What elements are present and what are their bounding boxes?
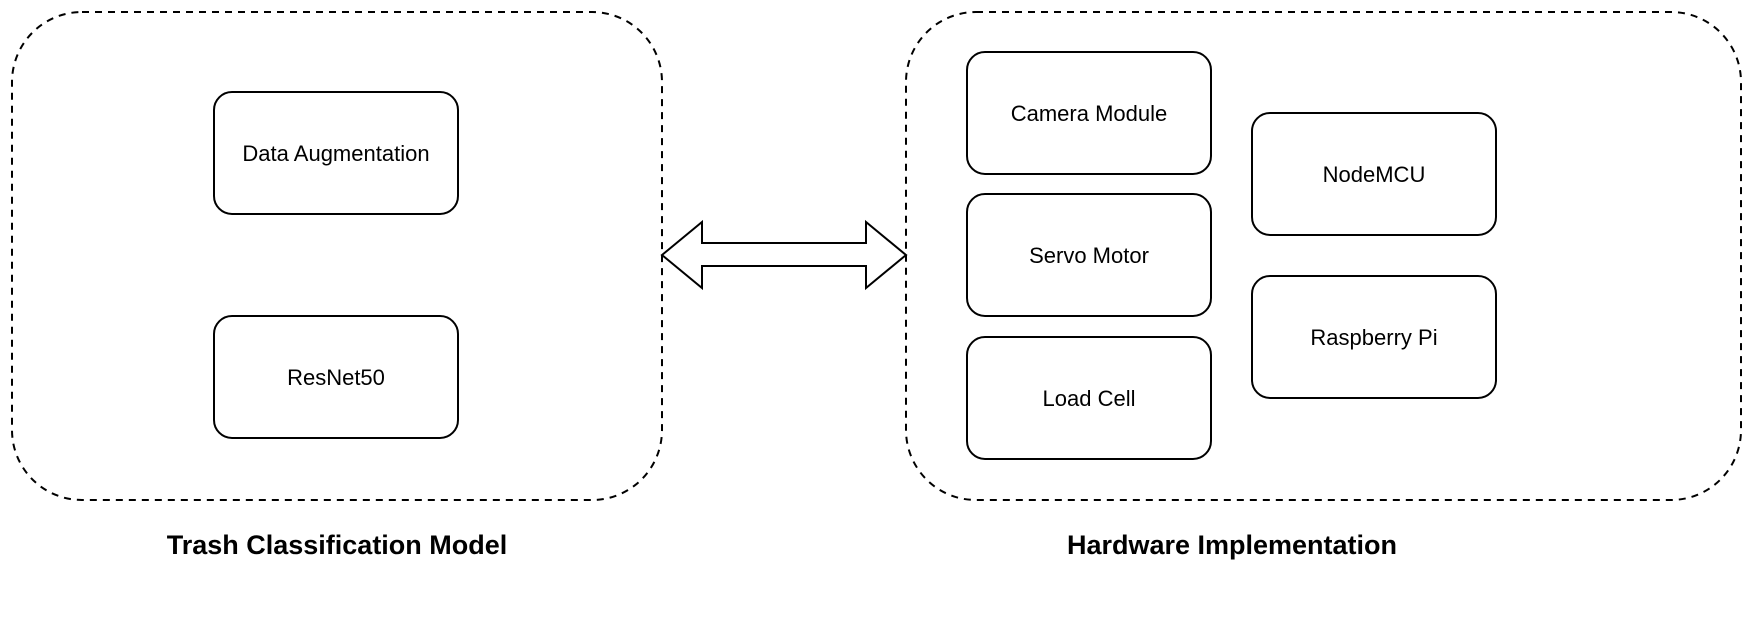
data-augmentation-label: Data Augmentation [242, 141, 429, 166]
hardware-group-label: Hardware Implementation [1067, 530, 1397, 560]
resnet50-label: ResNet50 [287, 365, 385, 390]
hardware-group-border [905, 11, 1742, 501]
load-cell-label: Load Cell [1043, 386, 1136, 411]
nodemcu-label: NodeMCU [1323, 162, 1426, 187]
load-cell-box: Load Cell [966, 336, 1212, 460]
model-group: Data Augmentation ResNet50 Trash Classif… [11, 11, 663, 560]
model-group-label: Trash Classification Model [167, 530, 508, 560]
hardware-group: Camera Module Servo Motor Load Cell Node… [905, 11, 1742, 560]
nodemcu-box: NodeMCU [1251, 112, 1497, 236]
servo-motor-box: Servo Motor [966, 193, 1212, 317]
resnet50-box: ResNet50 [213, 315, 459, 439]
servo-motor-label: Servo Motor [1029, 243, 1149, 268]
data-augmentation-box: Data Augmentation [213, 91, 459, 215]
camera-module-box: Camera Module [966, 51, 1212, 175]
bidirectional-arrow [660, 219, 908, 291]
camera-module-label: Camera Module [1011, 101, 1168, 126]
raspberry-pi-box: Raspberry Pi [1251, 275, 1497, 399]
raspberry-pi-label: Raspberry Pi [1310, 325, 1437, 350]
